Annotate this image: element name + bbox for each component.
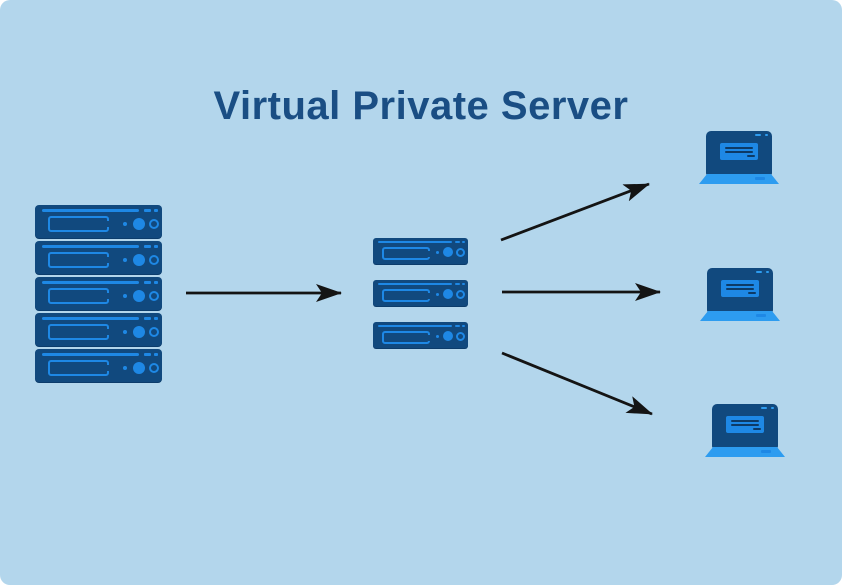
vps-unit-icon <box>373 238 468 264</box>
status-dash <box>154 209 158 212</box>
status-dash <box>154 353 158 356</box>
power-button-ring <box>149 255 159 265</box>
status-dash <box>154 245 158 248</box>
status-dash <box>462 241 465 243</box>
laptop-screen <box>707 268 773 312</box>
base-dash <box>755 177 765 180</box>
status-dash <box>154 281 158 284</box>
status-dash <box>144 245 151 248</box>
status-dash <box>144 317 151 320</box>
indicator-dot <box>123 258 127 262</box>
text-line <box>725 151 753 153</box>
status-dash <box>144 209 151 212</box>
client-laptop-icon <box>699 131 779 184</box>
text-dash <box>747 155 755 157</box>
status-dash <box>455 241 460 243</box>
status-dash <box>154 317 158 320</box>
power-button-ring <box>456 332 465 341</box>
status-dash <box>455 325 460 327</box>
vent-line <box>42 281 139 284</box>
screen-window <box>721 280 759 297</box>
power-button-ring <box>149 363 159 373</box>
drive-tray <box>48 324 109 340</box>
vent-line <box>42 353 139 356</box>
screen-dash <box>766 271 769 273</box>
power-button-ring <box>149 291 159 301</box>
power-button-ring <box>149 219 159 229</box>
status-dash <box>144 353 151 356</box>
text-line <box>726 284 754 286</box>
power-button-ring <box>456 290 465 299</box>
base-dash <box>756 314 766 317</box>
power-led <box>443 247 453 257</box>
vps-unit-icon <box>373 322 468 348</box>
power-led <box>133 290 145 302</box>
screen-dash <box>756 271 762 273</box>
screen-window <box>726 416 764 433</box>
vent-line <box>42 245 139 248</box>
client-laptop-icon <box>700 268 780 321</box>
power-led <box>133 254 145 266</box>
screen-dash <box>765 134 768 136</box>
drive-tray <box>48 216 109 232</box>
indicator-dot <box>123 330 127 334</box>
screen-dash <box>755 134 761 136</box>
drive-tray <box>48 360 109 376</box>
power-led <box>133 218 145 230</box>
server-unit-icon <box>35 349 162 382</box>
vps-unit-icon <box>373 280 468 306</box>
text-dash <box>753 428 761 430</box>
vent-line <box>378 283 452 285</box>
page-title: Virtual Private Server <box>213 84 629 128</box>
power-button-ring <box>456 248 465 257</box>
drive-tray <box>48 288 109 304</box>
status-dash <box>144 281 151 284</box>
server-unit-icon <box>35 205 162 238</box>
drive-tray <box>382 289 430 302</box>
screen-dash <box>771 407 774 409</box>
indicator-dot <box>123 294 127 298</box>
drive-tray <box>48 252 109 268</box>
laptop-base <box>705 447 785 457</box>
client-laptop-icon <box>705 404 785 457</box>
indicator-dot <box>123 366 127 370</box>
indicator-dot <box>436 293 439 296</box>
text-line <box>725 147 753 149</box>
server-unit-icon <box>35 241 162 274</box>
laptop-base <box>699 174 779 184</box>
power-button-ring <box>149 327 159 337</box>
status-dash <box>462 325 465 327</box>
vent-line <box>378 325 452 327</box>
drive-tray <box>382 331 430 344</box>
screen-dash <box>761 407 767 409</box>
drive-tray <box>382 247 430 260</box>
text-dash <box>748 292 756 294</box>
status-dash <box>462 283 465 285</box>
indicator-dot <box>436 251 439 254</box>
power-led <box>133 362 145 374</box>
text-line <box>731 420 759 422</box>
laptop-screen <box>712 404 778 448</box>
laptop-screen <box>706 131 772 175</box>
text-line <box>726 288 754 290</box>
power-led <box>133 326 145 338</box>
indicator-dot <box>123 222 127 226</box>
status-dash <box>455 283 460 285</box>
power-led <box>443 289 453 299</box>
laptop-base <box>700 311 780 321</box>
arrow-vps-to-laptop-3 <box>501 351 653 416</box>
virtual-server-stack-icon <box>373 238 468 348</box>
server-unit-icon <box>35 277 162 310</box>
server-unit-icon <box>35 313 162 346</box>
vent-line <box>378 241 452 243</box>
power-led <box>443 331 453 341</box>
base-dash <box>761 450 771 453</box>
screen-window <box>720 143 758 160</box>
indicator-dot <box>436 335 439 338</box>
physical-server-rack-icon <box>35 205 162 382</box>
vent-line <box>42 317 139 320</box>
arrow-vps-to-laptop-1 <box>500 182 650 242</box>
vent-line <box>42 209 139 212</box>
text-line <box>731 424 759 426</box>
